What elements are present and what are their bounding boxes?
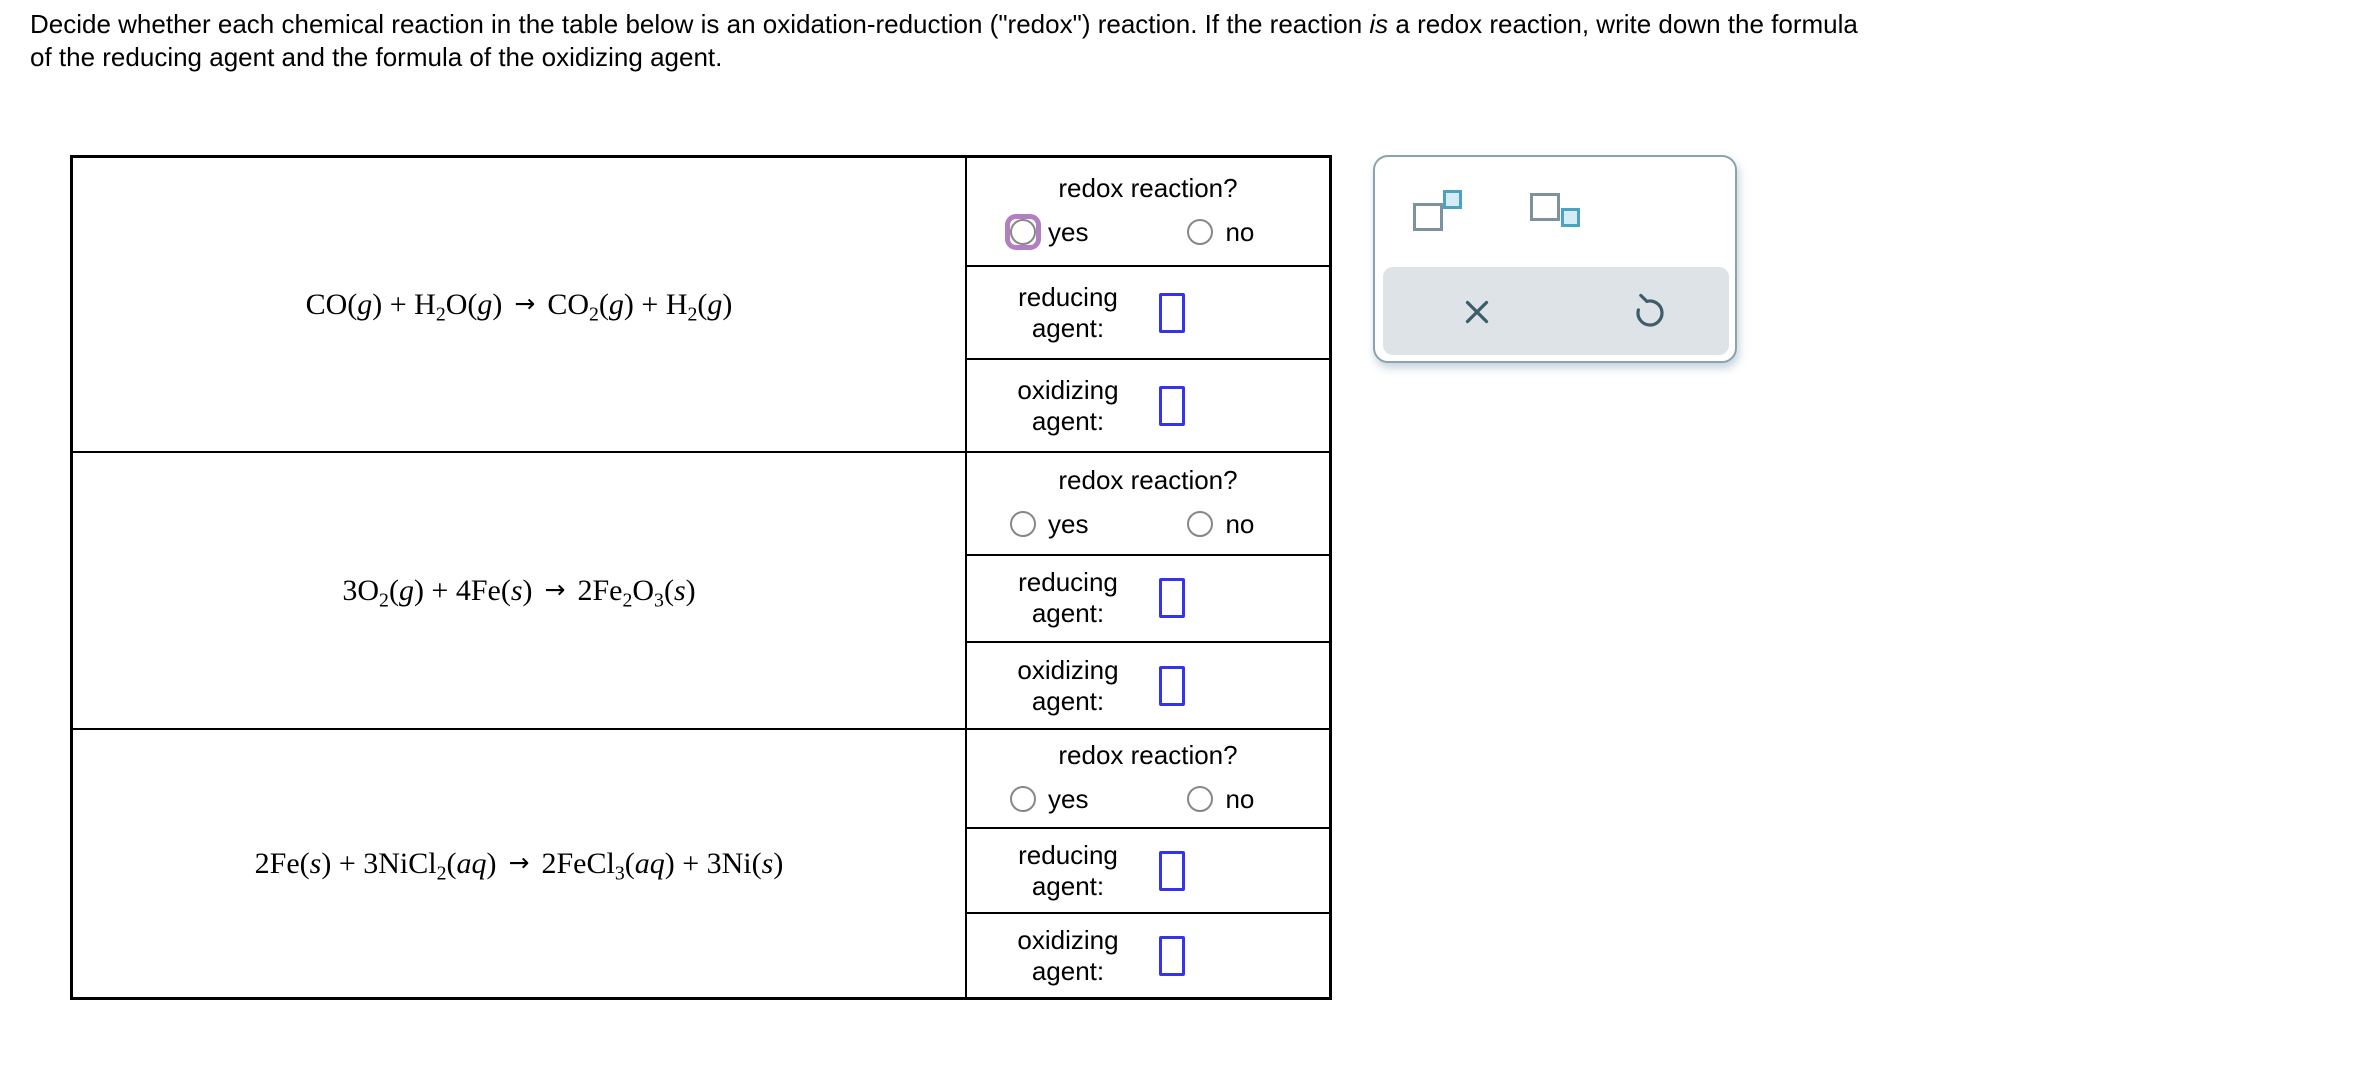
yes-label: yes xyxy=(1048,216,1089,247)
answer-column-1: redox reaction? yes no xyxy=(967,158,1329,451)
subscript-icon xyxy=(1530,193,1560,221)
yes-option-row-3[interactable]: yes xyxy=(1005,781,1088,817)
yes-radio-row-1[interactable] xyxy=(1010,219,1036,246)
radio-ring-slot xyxy=(1182,506,1218,542)
instructions-line-2: of the reducing agent and the formula of… xyxy=(30,42,723,72)
equation-cell-1: CO(g) + H2O(g)→CO2(g) + H2(g) xyxy=(73,158,967,452)
superscript-button[interactable] xyxy=(1413,190,1465,232)
redox-question-cell-3: redox reaction? yes no xyxy=(967,730,1329,827)
no-label: no xyxy=(1225,508,1255,539)
reducing-agent-cell-1: reducing agent: xyxy=(967,265,1329,358)
yes-option-row-1[interactable]: yes xyxy=(1005,214,1089,251)
no-radio-row-2[interactable] xyxy=(1187,511,1214,538)
undo-button[interactable] xyxy=(1628,289,1672,333)
oxidizing-agent-cell-2: oxidizing agent: xyxy=(967,640,1329,728)
yes-option-row-2[interactable]: yes xyxy=(1005,506,1088,542)
answer-column-3: redox reaction? yes no xyxy=(967,730,1329,997)
oxidizing-agent-cell-1: oxidizing agent: xyxy=(967,358,1329,451)
chemical-equation-1: CO(g) + H2O(g)→CO2(g) + H2(g) xyxy=(305,287,733,326)
radio-ring-slot xyxy=(1005,781,1041,817)
yes-radio-row-2[interactable] xyxy=(1010,511,1036,538)
instructions-line-1: Decide whether each chemical reaction in… xyxy=(30,9,1858,39)
no-label: no xyxy=(1225,783,1255,814)
redox-question-cell-2: redox reaction? yes no xyxy=(967,453,1329,553)
radio-row-1: yes no xyxy=(967,214,1329,251)
no-radio-row-3[interactable] xyxy=(1187,786,1214,813)
instructions-text: Decide whether each chemical reaction in… xyxy=(30,8,2352,74)
redox-question-label: redox reaction? xyxy=(1058,740,1238,771)
superscript-small-square-icon xyxy=(1443,190,1462,209)
undo-icon xyxy=(1636,293,1664,327)
chemical-equation-2: 3O2(g) + 4Fe(s)→2Fe2O3(s) xyxy=(342,573,696,612)
oxidizing-agent-input-row-1[interactable] xyxy=(1159,385,1185,426)
no-radio-row-1[interactable] xyxy=(1187,219,1214,246)
reaction-row-1: CO(g) + H2O(g)→CO2(g) + H2(g) redox reac… xyxy=(73,158,1329,452)
radio-ring-slot xyxy=(1182,214,1218,250)
palette-actions-bar xyxy=(1383,267,1729,355)
subscript-small-square-icon xyxy=(1561,208,1580,227)
radio-row-3: yes no xyxy=(967,781,1329,817)
no-label: no xyxy=(1225,216,1255,247)
oxidizing-agent-input-row-2[interactable] xyxy=(1159,665,1185,706)
redox-question-cell-1: redox reaction? yes no xyxy=(967,158,1329,265)
clear-button[interactable] xyxy=(1455,290,1499,334)
reaction-row-2: 3O2(g) + 4Fe(s)→2Fe2O3(s) redox reaction… xyxy=(73,451,1329,729)
yes-label: yes xyxy=(1048,783,1089,814)
oxidizing-agent-label: oxidizing agent: xyxy=(1017,374,1119,436)
radio-ring-slot xyxy=(1005,506,1041,542)
reactions-table: CO(g) + H2O(g)→CO2(g) + H2(g) redox reac… xyxy=(70,155,1332,1000)
reducing-agent-label: reducing agent: xyxy=(1018,567,1118,629)
answer-palette xyxy=(1373,155,1737,363)
reducing-agent-input-row-2[interactable] xyxy=(1159,578,1185,619)
no-option-row-1[interactable]: no xyxy=(1182,214,1254,250)
yes-label: yes xyxy=(1048,508,1089,539)
oxidizing-agent-label: oxidizing agent: xyxy=(1017,654,1119,716)
reducing-agent-input-row-3[interactable] xyxy=(1159,850,1185,891)
x-icon xyxy=(1465,300,1489,324)
reducing-agent-cell-3: reducing agent: xyxy=(967,827,1329,912)
no-option-row-2[interactable]: no xyxy=(1182,506,1254,542)
answer-column-2: redox reaction? yes no xyxy=(967,453,1329,728)
redox-question-label: redox reaction? xyxy=(1058,173,1238,204)
reducing-agent-cell-2: reducing agent: xyxy=(967,553,1329,641)
redox-question-label: redox reaction? xyxy=(1058,465,1238,496)
reducing-agent-label: reducing agent: xyxy=(1018,281,1118,343)
no-option-row-3[interactable]: no xyxy=(1182,781,1254,817)
equation-cell-2: 3O2(g) + 4Fe(s)→2Fe2O3(s) xyxy=(73,453,967,729)
radio-focus-ring xyxy=(1005,214,1041,251)
superscript-icon xyxy=(1413,203,1443,231)
reaction-row-3: 2Fe(s) + 3NiCl2(aq)→2FeCl3(aq) + 3Ni(s) … xyxy=(73,728,1329,997)
reducing-agent-label: reducing agent: xyxy=(1018,839,1118,901)
subscript-button[interactable] xyxy=(1530,193,1582,233)
equation-cell-3: 2Fe(s) + 3NiCl2(aq)→2FeCl3(aq) + 3Ni(s) xyxy=(73,730,967,997)
reducing-agent-input-row-1[interactable] xyxy=(1159,292,1185,333)
oxidizing-agent-input-row-3[interactable] xyxy=(1159,935,1185,976)
radio-ring-slot xyxy=(1182,781,1218,817)
radio-row-2: yes no xyxy=(967,506,1329,542)
chemical-equation-3: 2Fe(s) + 3NiCl2(aq)→2FeCl3(aq) + 3Ni(s) xyxy=(254,846,784,884)
yes-radio-row-3[interactable] xyxy=(1010,786,1036,813)
oxidizing-agent-label: oxidizing agent: xyxy=(1017,924,1119,986)
oxidizing-agent-cell-3: oxidizing agent: xyxy=(967,912,1329,997)
